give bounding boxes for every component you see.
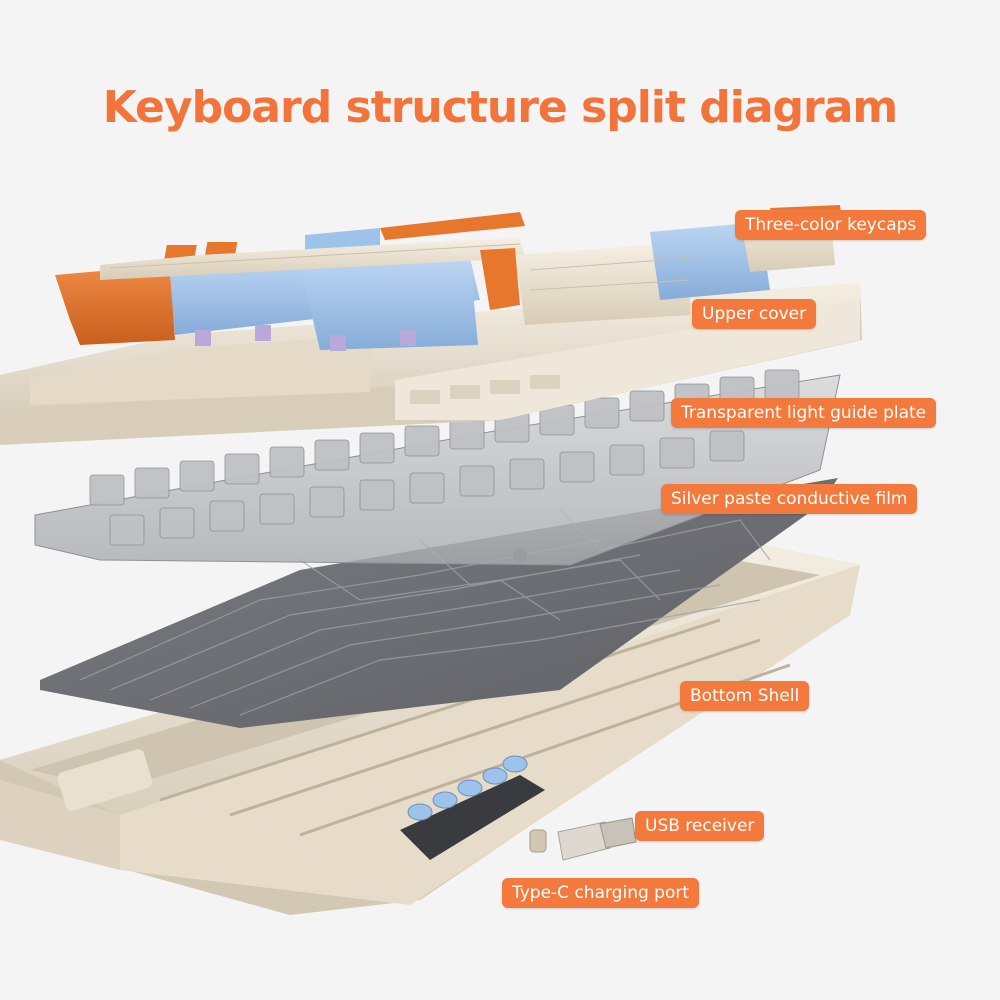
usb-receiver: [557, 817, 637, 861]
callout-keycaps: Three-color keycaps: [735, 210, 927, 240]
page-title: Keyboard structure split diagram: [102, 82, 899, 133]
callout-bottom-shell: Bottom Shell: [680, 681, 810, 711]
callout-upper-cover: Upper cover: [692, 299, 817, 329]
switch-module: [400, 755, 545, 860]
callout-silver-paste-film: Silver paste conductive film: [661, 484, 918, 514]
light-guide-plate: [34, 369, 841, 566]
typec-port: [529, 829, 547, 853]
callout-typec-port: Type-C charging port: [502, 878, 700, 908]
callout-light-guide-plate: Transparent light guide plate: [671, 398, 937, 428]
callout-usb-receiver: USB receiver: [635, 811, 765, 841]
